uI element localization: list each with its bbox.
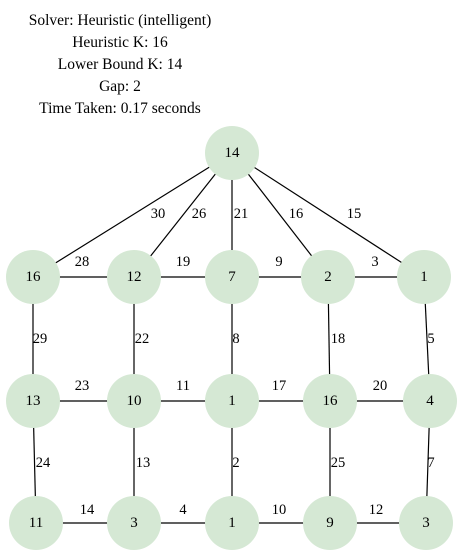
edge-label-r3c2-r3c3: 4 bbox=[179, 502, 187, 518]
time-taken-line: Time Taken: 0.17 seconds bbox=[39, 100, 201, 117]
node-r1c4: 2 bbox=[301, 250, 355, 304]
edge-top-r1c1 bbox=[32, 152, 233, 278]
edge-label-r3c3-r3c4: 10 bbox=[272, 502, 287, 518]
node-r2c5: 4 bbox=[403, 374, 457, 428]
node-label-r2c3: 1 bbox=[228, 393, 236, 409]
node-circle-r1c4 bbox=[301, 250, 355, 304]
node-circle-r1c2 bbox=[107, 250, 161, 304]
node-circle-r3c2 bbox=[107, 496, 161, 550]
edge-label-r1c4-r1c5: 3 bbox=[371, 254, 378, 270]
edge-label-r2c1-r2c2: 23 bbox=[75, 378, 90, 394]
node-r1c1: 16 bbox=[6, 250, 60, 304]
node-circle-r1c1 bbox=[6, 250, 60, 304]
edge-label-r1c3-r2c3: 8 bbox=[232, 331, 239, 347]
node-label-r3c4: 9 bbox=[326, 515, 334, 531]
node-r3c4: 9 bbox=[303, 496, 357, 550]
node-label-r3c5: 3 bbox=[422, 515, 430, 531]
edge-label-r2c3-r3c3: 2 bbox=[232, 455, 239, 471]
edge-label-r1c1-r1c2: 28 bbox=[75, 254, 90, 270]
edge-top-r1c5 bbox=[231, 152, 425, 278]
node-circle-r2c4 bbox=[303, 374, 357, 428]
edge-label-r2c3-r2c4: 17 bbox=[272, 378, 287, 394]
gap-line: Gap: 2 bbox=[99, 78, 141, 95]
edge-label-top-r1c3: 21 bbox=[234, 206, 249, 222]
node-label-r2c5: 4 bbox=[426, 393, 434, 409]
edge-label-r1c4-r2c4: 18 bbox=[331, 331, 346, 347]
node-r1c5: 1 bbox=[397, 250, 451, 304]
edge-label-r1c1-r2c1: 29 bbox=[33, 331, 48, 347]
node-label-r2c4: 16 bbox=[323, 393, 339, 409]
node-label-r1c4: 2 bbox=[324, 269, 332, 285]
node-circle-r3c1 bbox=[9, 496, 63, 550]
edge-label-r3c1-r3c2: 14 bbox=[80, 502, 95, 518]
node-circle-r2c5 bbox=[403, 374, 457, 428]
node-top: 14 bbox=[205, 126, 259, 180]
edge-label-r2c4-r3c4: 25 bbox=[331, 455, 346, 471]
node-label-r3c2: 3 bbox=[130, 515, 138, 531]
lower-bound-k-line: Lower Bound K: 14 bbox=[57, 56, 183, 73]
edge-label-r2c1-r3c1: 24 bbox=[36, 455, 51, 471]
edge-label-r1c2-r2c2: 22 bbox=[135, 331, 150, 347]
node-label-r1c2: 12 bbox=[127, 269, 142, 285]
node-r1c3: 7 bbox=[205, 250, 259, 304]
node-circle-r3c5 bbox=[399, 496, 453, 550]
node-circle-r2c1 bbox=[6, 374, 60, 428]
node-label-top: 14 bbox=[225, 145, 241, 161]
heuristic-k-line: Heuristic K: 16 bbox=[72, 34, 168, 51]
node-circle-r3c3 bbox=[205, 496, 259, 550]
node-label-r1c1: 16 bbox=[26, 269, 42, 285]
node-circle-r2c3 bbox=[205, 374, 259, 428]
node-label-r2c2: 10 bbox=[127, 393, 142, 409]
node-r2c2: 10 bbox=[107, 374, 161, 428]
edge-label-r1c5-r2c5: 5 bbox=[427, 331, 434, 347]
node-r3c3: 1 bbox=[205, 496, 259, 550]
edge-label-r3c4-r3c5: 12 bbox=[369, 502, 384, 518]
edge-label-r1c2-r1c3: 19 bbox=[176, 254, 191, 270]
node-r3c2: 3 bbox=[107, 496, 161, 550]
node-r2c3: 1 bbox=[205, 374, 259, 428]
node-circle-top bbox=[205, 126, 259, 180]
solver-line: Solver: Heuristic (intelligent) bbox=[28, 12, 212, 29]
node-circle-r1c3 bbox=[205, 250, 259, 304]
node-label-r1c5: 1 bbox=[420, 269, 428, 285]
node-r1c2: 12 bbox=[107, 250, 161, 304]
node-r2c4: 16 bbox=[303, 374, 357, 428]
edge-label-r2c4-r2c5: 20 bbox=[373, 378, 388, 394]
node-circle-r2c2 bbox=[107, 374, 161, 428]
node-circle-r3c4 bbox=[303, 496, 357, 550]
edge-label-r2c5-r3c5: 7 bbox=[427, 455, 434, 471]
node-circle-r1c5 bbox=[397, 250, 451, 304]
solver-summary: Solver: Heuristic (intelligent) Heuristi… bbox=[0, 10, 240, 120]
edge-label-r2c2-r3c2: 13 bbox=[136, 455, 151, 471]
edge-label-r2c2-r2c3: 11 bbox=[176, 378, 190, 394]
edge-label-r1c3-r1c4: 9 bbox=[275, 254, 282, 270]
node-label-r3c1: 11 bbox=[29, 515, 43, 531]
node-label-r1c3: 7 bbox=[228, 269, 236, 285]
node-label-r2c1: 13 bbox=[26, 393, 41, 409]
edge-label-top-r1c1: 30 bbox=[151, 206, 166, 222]
node-label-r3c3: 1 bbox=[228, 515, 236, 531]
node-r2c1: 13 bbox=[6, 374, 60, 428]
node-r3c1: 11 bbox=[9, 496, 63, 550]
node-r3c5: 3 bbox=[399, 496, 453, 550]
edge-label-top-r1c5: 15 bbox=[347, 206, 362, 222]
edge-label-top-r1c2: 26 bbox=[192, 206, 207, 222]
edge-label-top-r1c4: 16 bbox=[289, 206, 304, 222]
